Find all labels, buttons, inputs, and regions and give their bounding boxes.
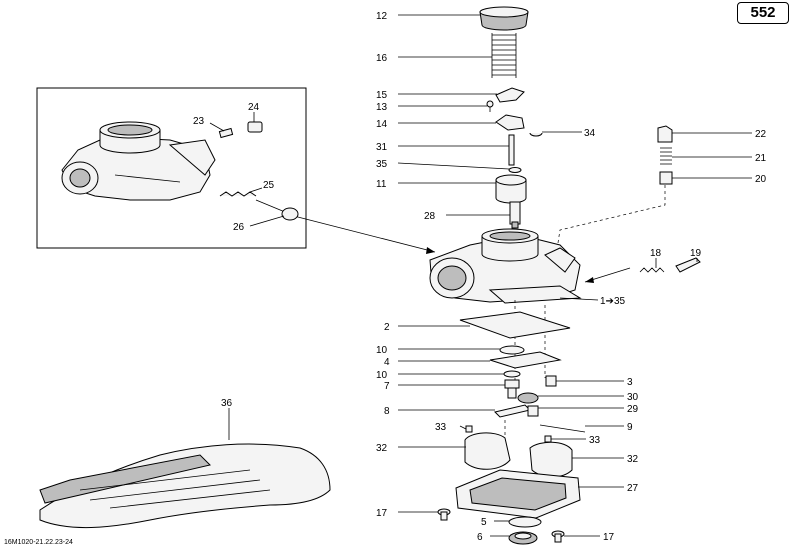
slide-11 bbox=[495, 174, 527, 204]
callout-23: 23 bbox=[193, 116, 205, 127]
callout-1-to-35: 1➔35 bbox=[600, 296, 626, 307]
screw-33b bbox=[544, 435, 552, 443]
inset-spring-25 bbox=[219, 191, 257, 197]
drain-plug-6 bbox=[508, 531, 538, 545]
jet-28 bbox=[509, 201, 521, 229]
callout-2: 2 bbox=[384, 322, 390, 333]
callout-32b: 32 bbox=[627, 454, 639, 465]
oring-5 bbox=[508, 516, 542, 528]
screw-17b bbox=[551, 530, 565, 543]
valve-30 bbox=[517, 392, 539, 404]
callout-32a: 32 bbox=[376, 443, 388, 454]
oring-10a bbox=[499, 345, 525, 355]
cap-12 bbox=[479, 6, 529, 31]
routing-dash bbox=[554, 185, 666, 263]
callout-12: 12 bbox=[376, 11, 388, 22]
adjuster-20 bbox=[659, 171, 673, 185]
callout-18: 18 bbox=[650, 248, 662, 259]
callout-9: 9 bbox=[627, 422, 633, 433]
callout-7: 7 bbox=[384, 381, 390, 392]
callout-6: 6 bbox=[477, 532, 483, 543]
spring-21 bbox=[660, 147, 672, 165]
gasket-2 bbox=[459, 311, 571, 339]
spring-18 bbox=[639, 267, 665, 273]
screw-19 bbox=[675, 257, 701, 273]
pin-9 bbox=[539, 424, 586, 433]
document-code: 16M1020-21.22.23-24 bbox=[4, 539, 73, 546]
inset-frame bbox=[36, 87, 307, 249]
callout-14: 14 bbox=[376, 119, 388, 130]
inset-carburetor-body bbox=[61, 121, 216, 201]
callout-13: 13 bbox=[376, 102, 388, 113]
callout-17a: 17 bbox=[376, 508, 388, 519]
spring-16 bbox=[491, 33, 517, 78]
callout-5: 5 bbox=[481, 517, 487, 528]
inset-screw-23 bbox=[218, 127, 234, 139]
leader-lines bbox=[228, 14, 752, 537]
callout-19: 19 bbox=[690, 248, 702, 259]
plate-4 bbox=[489, 351, 562, 369]
screw-33a bbox=[465, 425, 473, 433]
callout-35: 35 bbox=[376, 159, 388, 170]
clip-34 bbox=[529, 132, 543, 137]
callout-27: 27 bbox=[627, 483, 639, 494]
pin-29 bbox=[527, 405, 539, 417]
callout-28: 28 bbox=[424, 211, 436, 222]
callout-20: 20 bbox=[755, 174, 767, 185]
callout-10b: 10 bbox=[376, 370, 388, 381]
callout-29: 29 bbox=[627, 404, 639, 415]
float-32b bbox=[529, 441, 573, 478]
inset-needle-25 bbox=[255, 199, 286, 213]
callout-30: 30 bbox=[627, 392, 639, 403]
float-bowl-27 bbox=[455, 469, 581, 519]
callout-17b: 17 bbox=[603, 532, 615, 543]
washer-35 bbox=[508, 167, 522, 173]
float-32a bbox=[464, 432, 511, 470]
callout-25: 25 bbox=[263, 180, 275, 191]
cap-22 bbox=[657, 125, 673, 143]
inset-screw-26 bbox=[281, 207, 299, 221]
callout-33b: 33 bbox=[589, 435, 601, 446]
screw-17a bbox=[437, 508, 451, 521]
callout-21: 21 bbox=[755, 153, 767, 164]
callout-24: 24 bbox=[248, 102, 260, 113]
callout-16: 16 bbox=[376, 53, 388, 64]
callout-4: 4 bbox=[384, 357, 390, 368]
callout-numbers: 12 16 15 13 14 34 31 35 11 28 22 21 20 1… bbox=[221, 11, 767, 543]
tool-kit-36 bbox=[39, 443, 331, 529]
callout-36: 36 bbox=[221, 398, 233, 409]
inset-pointer-line bbox=[289, 214, 436, 253]
arm-8 bbox=[494, 404, 531, 418]
retainer-14 bbox=[495, 114, 525, 131]
jet-3 bbox=[545, 375, 557, 387]
callout-34: 34 bbox=[584, 128, 596, 139]
callout-15: 15 bbox=[376, 90, 388, 101]
callout-31: 31 bbox=[376, 142, 388, 153]
inset-cap-24 bbox=[247, 121, 263, 133]
callout-26: 26 bbox=[233, 222, 245, 233]
callout-3: 3 bbox=[627, 377, 633, 388]
plate-15 bbox=[495, 87, 525, 103]
jet-7 bbox=[504, 379, 520, 399]
screw-13 bbox=[486, 100, 494, 112]
callout-33a: 33 bbox=[435, 422, 447, 433]
callout-10a: 10 bbox=[376, 345, 388, 356]
carburetor-body bbox=[429, 228, 582, 304]
arrow-to-body bbox=[585, 277, 594, 283]
callout-11: 11 bbox=[376, 179, 387, 190]
callout-8: 8 bbox=[384, 406, 390, 417]
needle-31 bbox=[508, 134, 515, 166]
oring-10b bbox=[503, 370, 521, 378]
page-number-badge: 552 bbox=[737, 2, 789, 24]
callout-22: 22 bbox=[755, 129, 767, 140]
inset-pointer-arrow bbox=[426, 247, 435, 254]
